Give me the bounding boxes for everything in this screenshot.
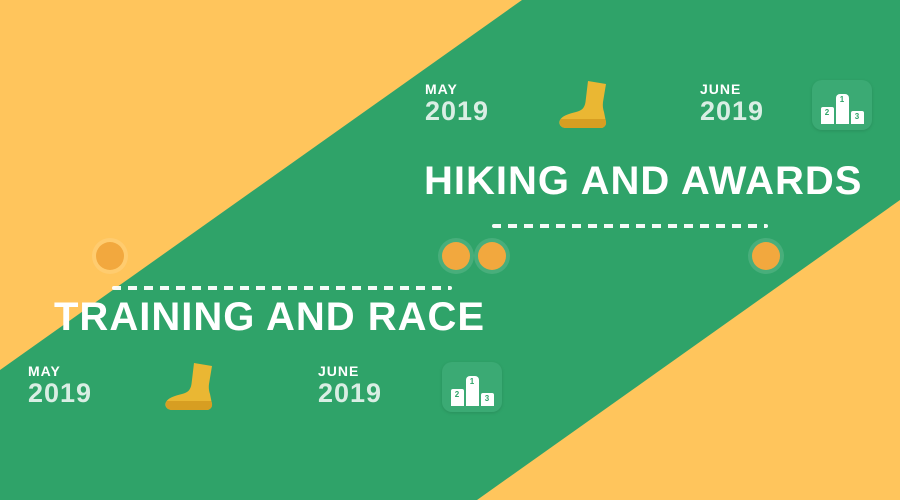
bottom-heading: TRAINING AND RACE bbox=[54, 295, 486, 339]
podium-second-place: 2 bbox=[450, 389, 464, 406]
top-milestone-1-month: MAY bbox=[425, 81, 458, 97]
podium-icon: 2 1 3 bbox=[812, 80, 872, 130]
dashed-connector-bottom bbox=[112, 286, 452, 290]
bottom-milestone-2-year: 2019 bbox=[318, 378, 383, 408]
top-milestone-2-month: JUNE bbox=[700, 81, 742, 97]
top-heading: HIKING AND AWARDS bbox=[424, 159, 863, 203]
podium-first-place: 1 bbox=[835, 94, 849, 124]
timeline-dot-4 bbox=[752, 242, 780, 270]
top-milestone-1-year: 2019 bbox=[425, 96, 490, 126]
podium-third-place: 3 bbox=[850, 111, 864, 124]
timeline-dot-2 bbox=[442, 242, 470, 270]
podium-icon: 2 1 3 bbox=[442, 362, 502, 412]
podium-first-place: 1 bbox=[465, 376, 479, 406]
timeline-dot-1 bbox=[96, 242, 124, 270]
bottom-milestone-1-month: MAY bbox=[28, 363, 61, 379]
boot-icon bbox=[559, 81, 607, 128]
podium-third-place: 3 bbox=[480, 393, 494, 406]
podium-second-place: 2 bbox=[820, 107, 834, 124]
top-milestone-2-year: 2019 bbox=[700, 96, 765, 126]
timeline-dot-3 bbox=[478, 242, 506, 270]
dashed-connector-top bbox=[492, 224, 768, 228]
bottom-milestone-1-year: 2019 bbox=[28, 378, 93, 408]
bottom-milestone-2-month: JUNE bbox=[318, 363, 360, 379]
boot-icon bbox=[165, 363, 213, 410]
